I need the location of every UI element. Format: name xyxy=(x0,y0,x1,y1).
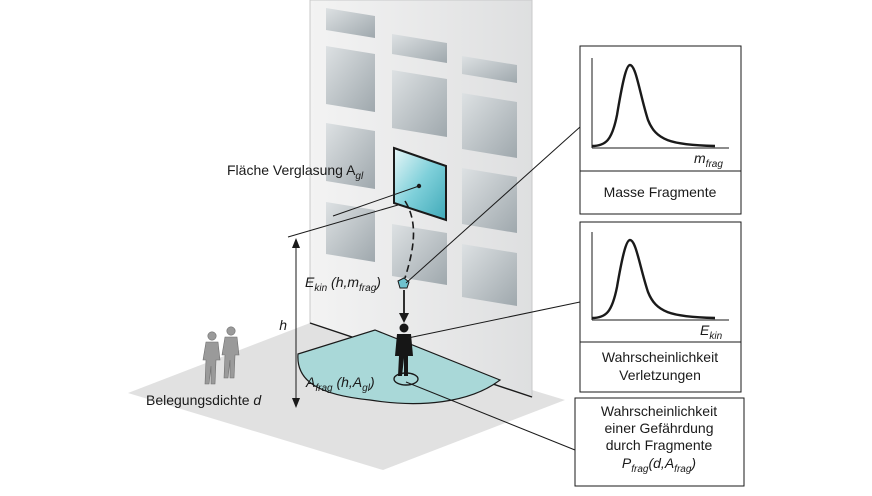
person-icon xyxy=(395,323,413,376)
window xyxy=(462,56,517,83)
afrag-a: A xyxy=(305,374,315,390)
leader-injury-panel xyxy=(407,301,581,339)
injury-distribution-curve xyxy=(591,238,716,320)
height-label: h xyxy=(279,317,287,333)
afrag-args-open: (h,A xyxy=(333,374,363,390)
fragment-trajectory xyxy=(404,200,415,279)
energy-axis-sub: kin xyxy=(709,331,722,342)
glazing-area-main: Fläche Verglasung A xyxy=(227,162,356,178)
hazard-p-sub: frag xyxy=(631,464,649,475)
energy-axis-e: E xyxy=(700,322,710,338)
mass-axis-sub: frag xyxy=(706,159,724,170)
injury-caption-line2: Verletzungen xyxy=(619,367,701,383)
hazard-args-close: ) xyxy=(689,455,696,471)
occupancy-density-label: Belegungsdichte d xyxy=(146,392,262,408)
injury-caption-line1: Wahrscheinlichkeit xyxy=(602,349,718,365)
ekin-args-open: (h,m xyxy=(327,274,359,290)
ekin-m-sub: frag xyxy=(359,283,377,294)
hazard-formula: Pfrag(d,Afrag) xyxy=(622,455,696,475)
hazard-line1: Wahrscheinlichkeit xyxy=(601,403,717,419)
hazard-probability-box: Wahrscheinlichkeit einer Gefährdung durc… xyxy=(574,397,745,487)
window xyxy=(326,202,375,262)
ekin-e-sub: kin xyxy=(314,283,327,294)
mass-distribution-panel: mfrag Masse Fragmente xyxy=(579,45,742,215)
hazard-line3: durch Fragmente xyxy=(606,437,713,453)
glazing-area-sub: gl xyxy=(355,171,364,182)
window xyxy=(392,34,447,63)
mass-axis-label: mfrag xyxy=(694,150,723,170)
mass-distribution-curve xyxy=(591,63,716,148)
fall-arrow-head xyxy=(399,313,409,323)
mass-plot-frame xyxy=(579,45,742,172)
injury-probability-panel: Ekin Wahrscheinlichkeit Verletzungen xyxy=(579,221,742,393)
kinetic-energy-label: Ekin (h,mfrag) xyxy=(305,274,381,294)
mass-axis-m: m xyxy=(694,150,706,166)
height-arrow-bottom xyxy=(292,398,300,408)
mass-caption-box xyxy=(579,170,742,215)
glazing-panel xyxy=(393,146,447,222)
leader-hazard-box xyxy=(405,381,576,451)
leader-mass-panel xyxy=(405,126,581,284)
window xyxy=(462,168,517,233)
window xyxy=(462,244,517,306)
facade-windows xyxy=(326,8,517,306)
window xyxy=(326,8,375,38)
afrag-g-sub: gl xyxy=(362,383,371,394)
hazard-line2: einer Gefährdung xyxy=(605,420,714,436)
hazard-box-frame xyxy=(574,397,745,487)
height-top-extension xyxy=(287,204,399,238)
leader-glazing-label xyxy=(332,185,420,217)
mass-caption: Masse Fragmente xyxy=(604,184,717,200)
fragment-area-label: Afrag (h,Agl) xyxy=(305,374,375,394)
window xyxy=(392,70,447,137)
injury-plot-frame xyxy=(579,221,742,343)
ekin-args-close: ) xyxy=(374,274,381,290)
height-arrow-top xyxy=(292,238,300,248)
afrag-args-close: ) xyxy=(368,374,375,390)
occupancy-main: Belegungsdichte xyxy=(146,392,253,408)
window xyxy=(462,93,517,158)
hazard-a-sub: frag xyxy=(674,464,692,475)
occupancy-var: d xyxy=(253,392,262,408)
glazing-area-label: Fläche Verglasung Agl xyxy=(227,162,364,182)
energy-axis-label: Ekin xyxy=(700,322,723,342)
hazard-args-open: (d,A xyxy=(648,455,674,471)
afrag-a-sub: frag xyxy=(315,383,333,394)
window xyxy=(326,123,375,189)
pedestrians-icon xyxy=(202,326,240,385)
hazard-p: P xyxy=(622,455,632,471)
glass-fragment-icon xyxy=(397,277,410,289)
ekin-e: E xyxy=(305,274,315,290)
window xyxy=(392,224,447,285)
injury-caption-box xyxy=(579,341,742,393)
window xyxy=(326,46,375,112)
